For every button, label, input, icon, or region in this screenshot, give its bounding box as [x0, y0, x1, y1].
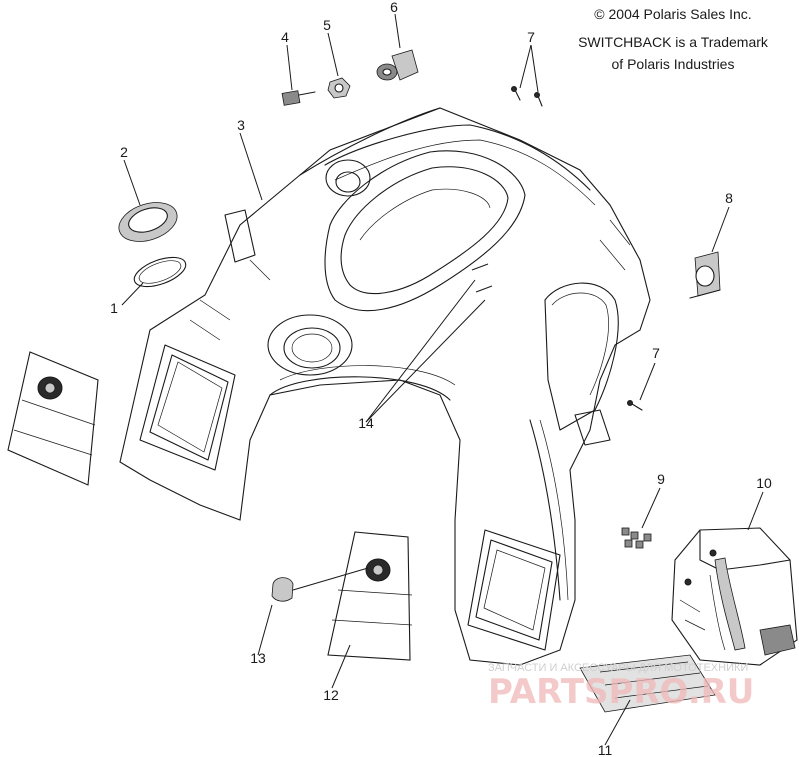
callout-14: 14 [358, 415, 374, 431]
callout-5: 5 [323, 17, 331, 33]
callout-12: 12 [323, 687, 339, 703]
callout-9: 9 [657, 471, 665, 487]
part-7-screw-right [627, 400, 643, 411]
watermark-brand: PARTSPRO.RU [488, 672, 754, 712]
left-side-panel [7, 351, 99, 486]
part-7-screws-top [511, 86, 543, 107]
part-2-bezel [118, 202, 178, 242]
callout-3: 3 [237, 117, 245, 133]
callout-6: 6 [390, 0, 398, 15]
part-6-ignition-switch [376, 49, 419, 81]
part-10-storage-box [671, 527, 798, 666]
console-panel [119, 107, 651, 666]
callout-1: 1 [110, 300, 118, 316]
callout-13: 13 [250, 650, 266, 666]
trademark-notice-line2: of Polaris Industries [611, 56, 735, 72]
callout-8: 8 [725, 190, 733, 206]
part-5-nut [327, 77, 351, 99]
callout-4: 4 [281, 29, 289, 45]
part-9-clips [621, 527, 652, 549]
callout-7-top: 7 [527, 29, 535, 45]
part-11-mat [579, 654, 716, 713]
watermark: ЗАПЧАСТИ И АКСЕССУАРЫ ДЛЯ МОТОТЕХНИКИ PA… [488, 662, 754, 712]
part-4-key [281, 90, 316, 106]
callout-labels: 1 2 3 4 5 6 7 7 8 9 10 11 12 13 14 [110, 0, 772, 757]
callout-10: 10 [756, 475, 772, 491]
watermark-tagline: ЗАПЧАСТИ И АКСЕССУАРЫ ДЛЯ МОТОТЕХНИКИ [488, 662, 748, 674]
callout-2: 2 [120, 144, 128, 160]
copyright-notice: © 2004 Polaris Sales Inc. [594, 6, 752, 22]
trademark-notice-line1: SWITCHBACK is a Trademark [578, 34, 768, 50]
part-1-gasket [133, 256, 187, 288]
leader-lines [121, 13, 764, 746]
part-8-bracket [689, 251, 721, 299]
callout-7-right: 7 [652, 345, 660, 361]
part-13-cap [271, 577, 294, 602]
part-12-lower-panel [327, 531, 413, 661]
callout-11: 11 [598, 742, 613, 757]
